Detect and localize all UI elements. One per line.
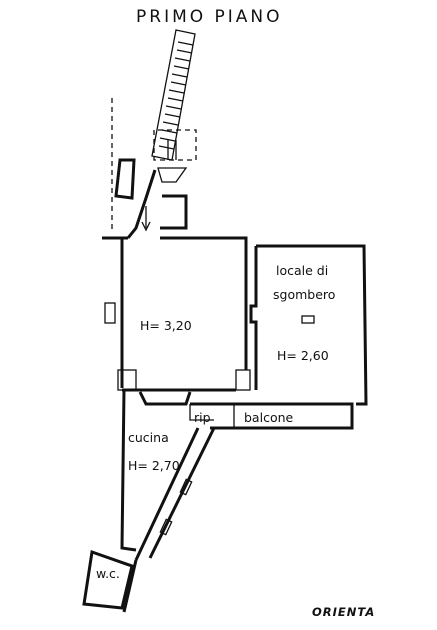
storage-room-height: H= 2,60 [277,348,329,363]
wc-room: w.c. [82,549,138,613]
kitchen-height: H= 2,70 [128,458,180,473]
storage-room: locale di sgombero H= 2,60 [249,244,368,406]
wc-label: w.c. [96,566,120,581]
balcony-label: balcone [244,410,294,425]
balcony: rip balcone [138,391,354,430]
staircase [151,29,197,183]
plan-title: PRIMO PIANO [136,7,283,27]
kitchen: cucina H= 2,70 [120,389,216,561]
landing-label: rip [194,410,211,425]
main-room: H= 3,20 [102,236,251,392]
kitchen-label: cucina [128,430,169,445]
storage-label-line1: locale di [276,263,328,278]
entrance-hall [111,98,188,239]
main-room-height: H= 3,20 [140,318,192,333]
orientation-label: ORIENTA [312,605,375,619]
storage-label-line2: sgombero [273,287,335,302]
